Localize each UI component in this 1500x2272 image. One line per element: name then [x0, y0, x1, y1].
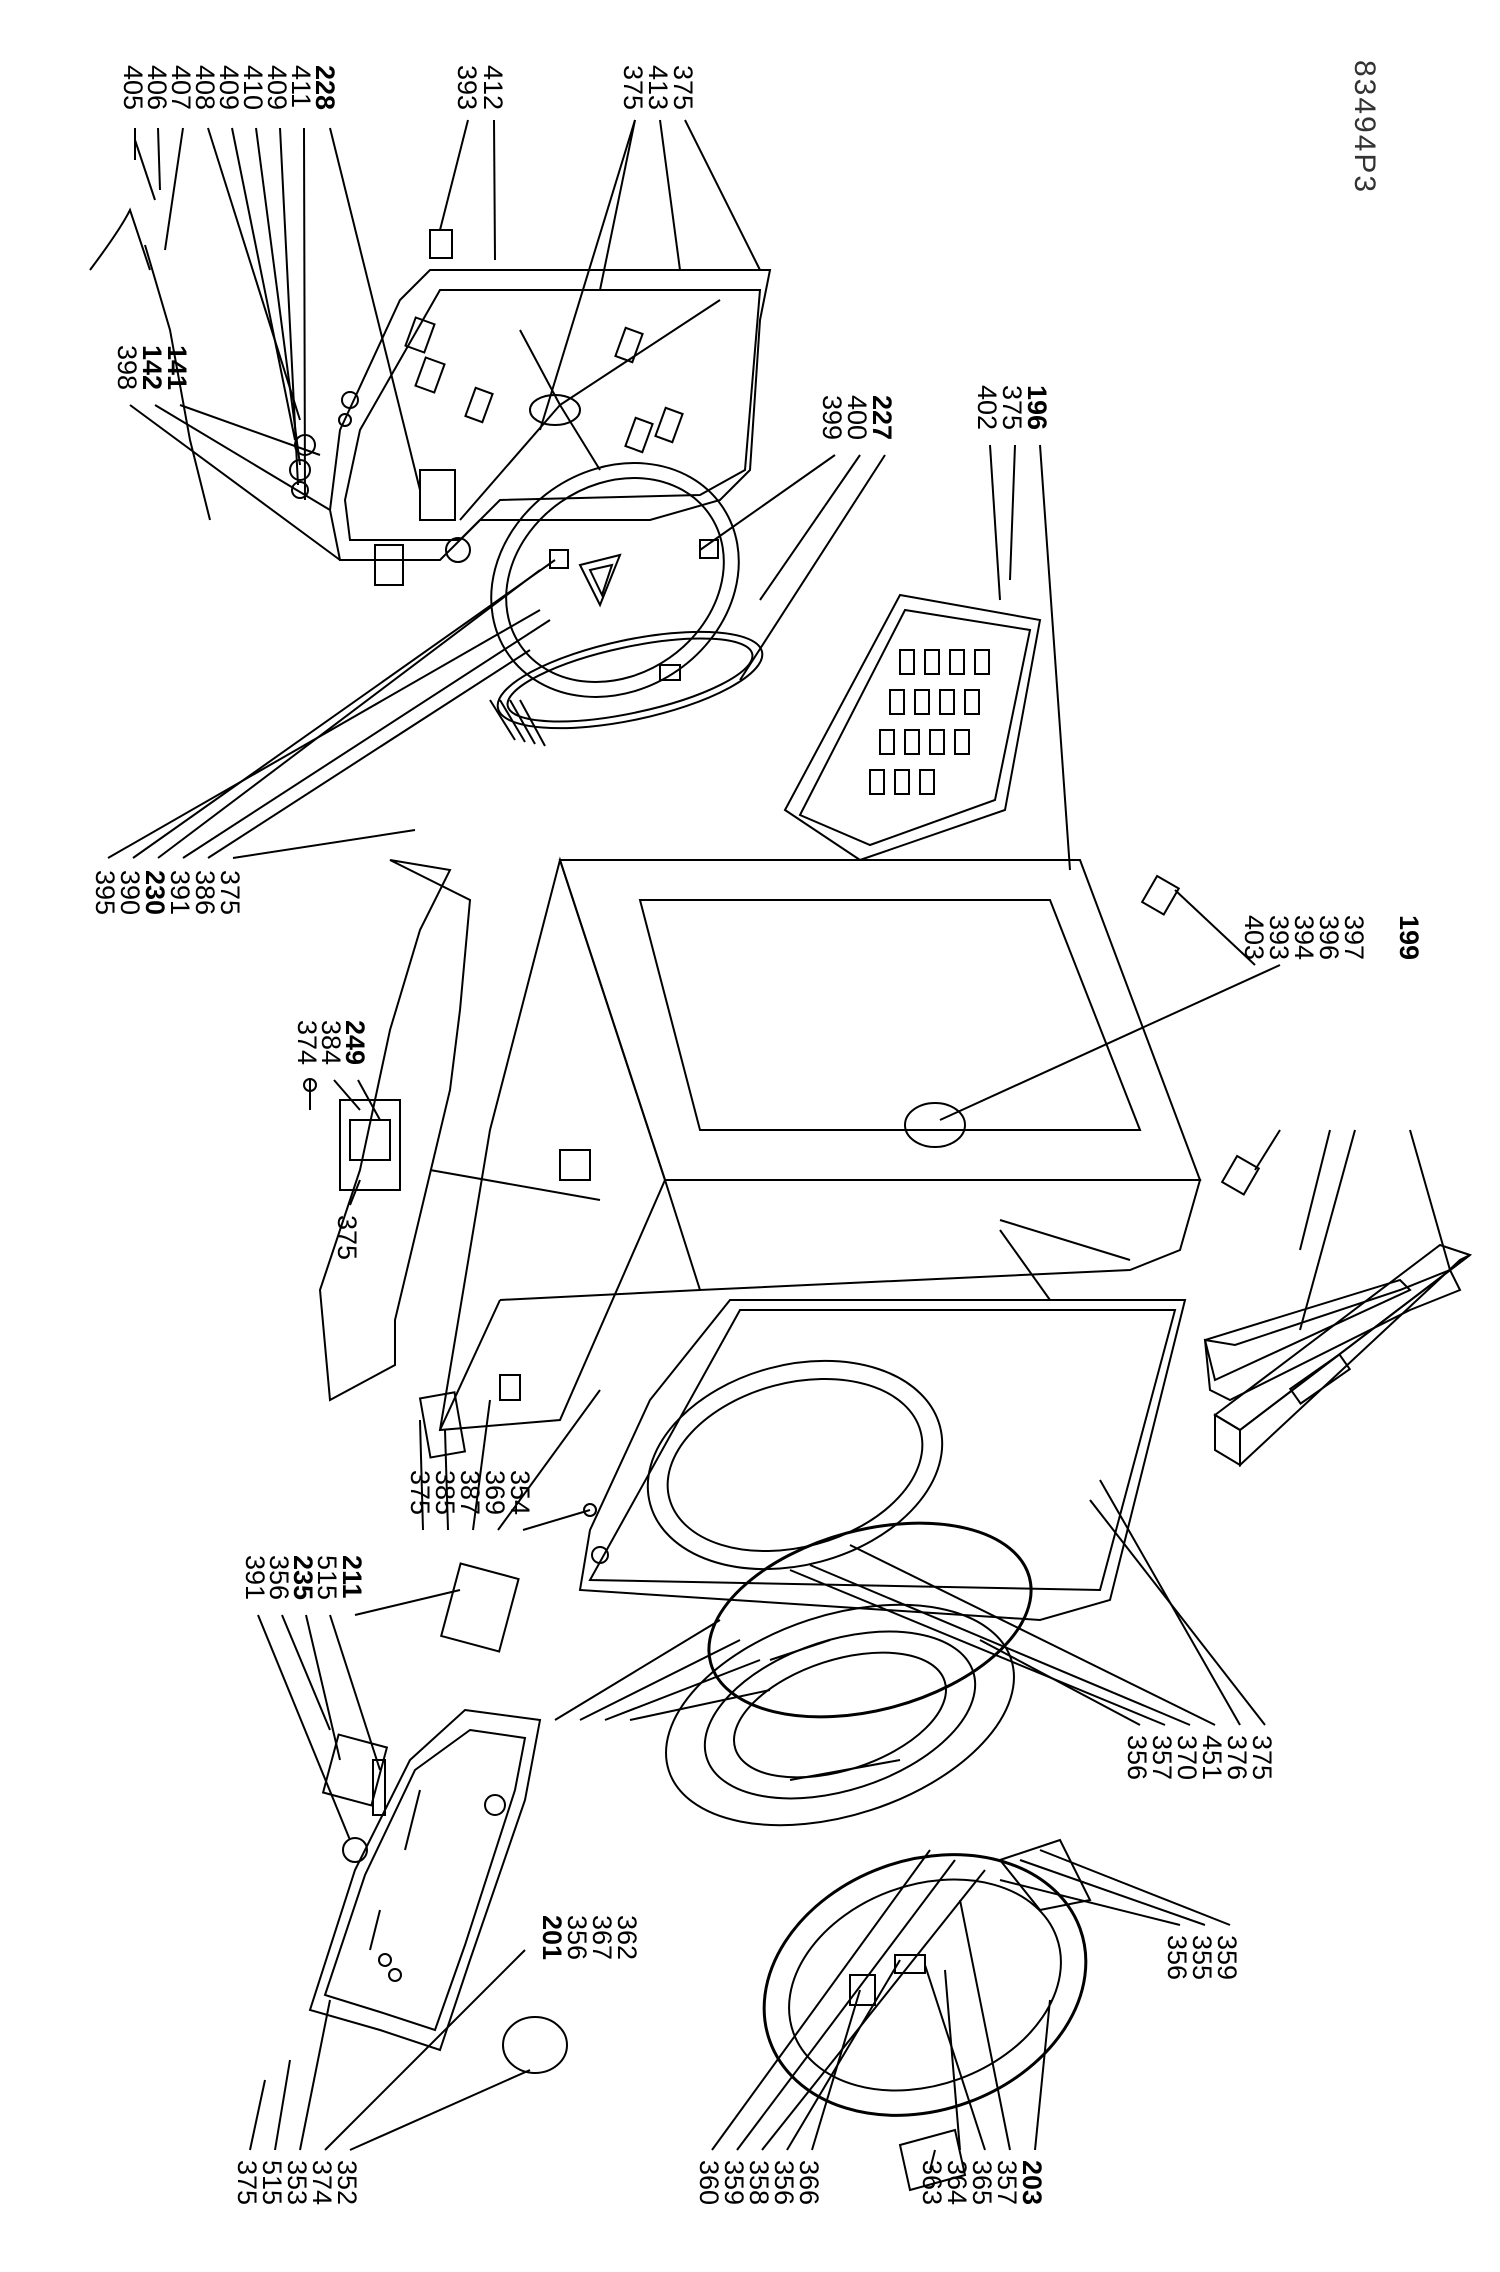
side-panel: [783, 593, 1042, 862]
switches: [321, 1562, 520, 1863]
callout-376: 376: [1222, 1735, 1252, 1780]
callout-375-left: 375: [405, 1470, 435, 1515]
callout-387: 387: [455, 1470, 485, 1515]
callout-249: 249: [340, 1020, 370, 1065]
callout-409-a: 409: [214, 65, 244, 110]
callout-358: 358: [744, 2160, 774, 2205]
callout-203: 203: [1017, 2160, 1047, 2205]
callout-515-bl: 515: [257, 2160, 287, 2205]
callout-400: 400: [842, 395, 872, 440]
callout-365: 365: [967, 2160, 997, 2205]
callout-515-low: 515: [312, 1555, 342, 1600]
callout-369: 369: [480, 1470, 510, 1515]
callout-352: 352: [332, 2160, 362, 2205]
callout-366: 366: [794, 2160, 824, 2205]
callout-211: 211: [337, 1555, 367, 1599]
callout-394: 394: [1289, 915, 1319, 960]
callout-359-bm: 359: [719, 2160, 749, 2205]
callout-354: 354: [505, 1470, 535, 1515]
callout-370: 370: [1172, 1735, 1202, 1780]
callout-357-br: 357: [992, 2160, 1022, 2205]
callout-399: 399: [817, 395, 847, 440]
callout-402: 402: [972, 385, 1002, 430]
callout-403: 403: [1239, 915, 1269, 960]
callout-375-bl: 375: [232, 2160, 262, 2205]
callout-391-low: 391: [240, 1555, 270, 1600]
callout-393-top: 393: [452, 65, 482, 110]
callout-357-r: 357: [1147, 1735, 1177, 1780]
callout-375-r: 375: [1247, 1735, 1277, 1780]
callout-391-mid: 391: [165, 870, 195, 915]
callout-142: 142: [137, 345, 167, 390]
callout-235: 235: [288, 1555, 318, 1600]
door-outer: [762, 1838, 1092, 2192]
callout-395: 395: [90, 870, 120, 915]
callout-374-top: 374: [292, 1020, 322, 1065]
top-panel: [303, 859, 472, 1402]
door-inner: [665, 1603, 1015, 1827]
callout-360: 360: [694, 2160, 724, 2205]
callout-375-panel: 375: [997, 385, 1027, 430]
knob: [502, 2016, 568, 2074]
reference-code: 83494P3: [1348, 60, 1381, 194]
callout-364: 364: [942, 2160, 972, 2205]
callout-386: 386: [190, 870, 220, 915]
callout-408: 408: [190, 65, 220, 110]
callout-375-mid: 375: [215, 870, 245, 915]
control-panel: [308, 1708, 542, 2052]
callout-385: 385: [430, 1470, 460, 1515]
rear-panel: [328, 269, 772, 563]
leader-lines: [107, 119, 1451, 2171]
callout-406: 406: [142, 65, 172, 110]
callout-356-door: 356: [562, 1915, 592, 1960]
drawing: [89, 139, 1473, 2192]
callout-407: 407: [166, 65, 196, 110]
callout-230: 230: [140, 870, 170, 915]
callout-363: 363: [917, 2160, 947, 2205]
callout-384: 384: [316, 1020, 346, 1065]
front-panel: [578, 1299, 1187, 1622]
callout-410: 410: [238, 65, 268, 110]
clips: [338, 229, 1261, 1196]
callout-396: 396: [1314, 915, 1344, 960]
callout-390: 390: [115, 870, 145, 915]
callout-411: 411: [286, 65, 316, 108]
callout-405: 405: [118, 65, 148, 110]
callout-393-right: 393: [1264, 915, 1294, 960]
callout-409-b: 409: [262, 65, 292, 110]
callout-353: 353: [282, 2160, 312, 2205]
callout-356-r: 356: [1122, 1735, 1152, 1780]
callout-412: 412: [478, 65, 508, 110]
latch: [418, 1391, 467, 1459]
labels: 405 406 407 408 409 410 409 411 228 393 …: [90, 60, 1424, 2205]
drum-back: [489, 462, 764, 747]
callout-375-top-a: 375: [618, 65, 648, 110]
callout-374-bl: 374: [307, 2160, 337, 2205]
callout-397: 397: [1339, 915, 1369, 960]
callout-227: 227: [867, 395, 897, 440]
callout-398: 398: [112, 345, 142, 390]
callout-199: 199: [1394, 915, 1424, 960]
callout-196: 196: [1022, 385, 1052, 430]
callout-375-top-b: 375: [668, 65, 698, 110]
thermostat-parts: [89, 139, 316, 521]
callout-356-dr: 356: [1162, 1935, 1192, 1980]
plinth: [1203, 1243, 1473, 1468]
callout-367: 367: [587, 1915, 617, 1960]
callout-413: 413: [643, 65, 673, 110]
callout-201: 201: [537, 1915, 567, 1960]
callout-356-low: 356: [264, 1555, 294, 1600]
callout-355: 355: [1187, 1935, 1217, 1980]
callout-362: 362: [612, 1915, 642, 1960]
door-seal: [707, 1521, 1033, 1719]
callout-228: 228: [310, 65, 340, 110]
callout-451: 451: [1197, 1735, 1227, 1780]
callout-359-dr: 359: [1212, 1935, 1242, 1980]
callout-356-bm: 356: [769, 2160, 799, 2205]
cabinet: [429, 856, 1202, 1432]
callout-375-topmid: 375: [332, 1215, 362, 1260]
callout-141: 141: [162, 345, 192, 390]
